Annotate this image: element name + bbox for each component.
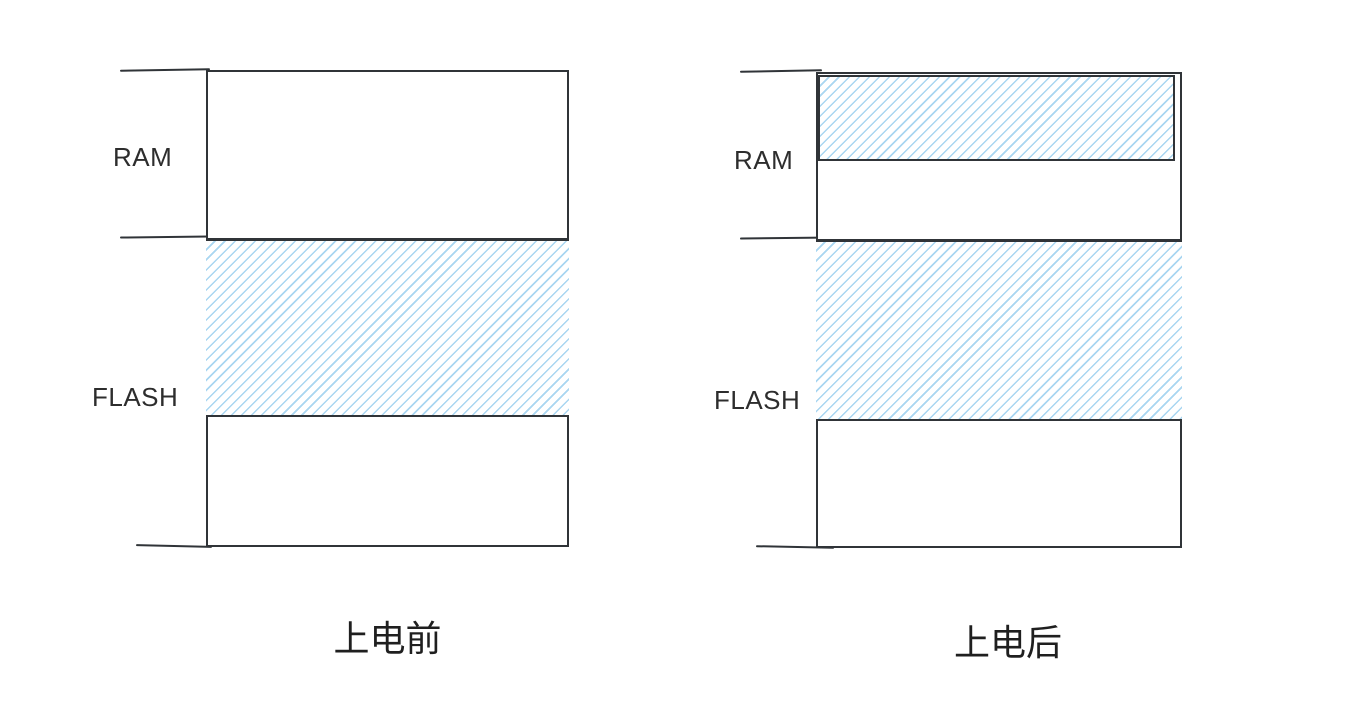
address-tick-top	[739, 69, 823, 73]
ram-region-label: RAM	[734, 145, 794, 175]
caption-after-power-on: 上电后	[953, 622, 1062, 663]
ram-loaded-program-region-hatched	[818, 75, 1175, 161]
address-tick-top	[119, 68, 211, 72]
address-tick-middle	[119, 235, 211, 239]
address-tick-bottom	[135, 544, 213, 548]
ram-region-label: RAM	[113, 142, 173, 172]
flash-region-label: FLASH	[714, 385, 801, 415]
flash-region-label: FLASH	[92, 382, 179, 412]
memory-box-before	[206, 70, 569, 547]
caption-before-power-on: 上电前	[333, 618, 442, 659]
flash-program-region-hatched	[816, 239, 1182, 421]
flash-program-region-hatched	[206, 238, 569, 417]
memory-box-after	[816, 72, 1182, 548]
